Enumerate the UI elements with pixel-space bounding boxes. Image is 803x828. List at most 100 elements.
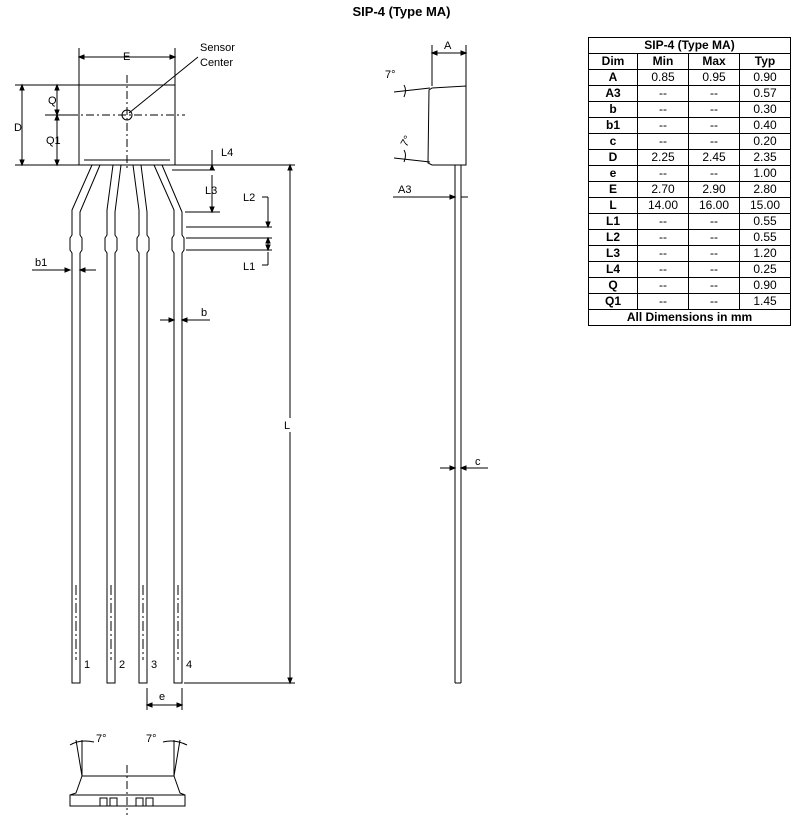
side-body: [427, 85, 467, 166]
side-view: [393, 45, 488, 684]
dim-value-cell: 16.00: [688, 197, 740, 214]
dim-Q1-label: Q1: [46, 135, 61, 147]
pin-1-label: 1: [84, 659, 90, 671]
dim-b1-label: b1: [35, 257, 47, 269]
bottom-angle-left-label: 7°: [96, 733, 107, 745]
dim-value-cell: --: [637, 117, 689, 134]
dim-value-cell: --: [688, 277, 740, 294]
dim-value-cell: 0.85: [637, 69, 689, 86]
dim-name-cell: A3: [588, 85, 638, 102]
table-row: e----1.00: [588, 165, 791, 182]
table-row: b1----0.40: [588, 117, 791, 134]
dim-value-cell: --: [637, 277, 689, 294]
dim-value-cell: --: [688, 245, 740, 262]
dim-name-cell: L4: [588, 261, 638, 278]
dim-value-cell: 0.20: [739, 133, 791, 150]
dim-value-cell: --: [637, 133, 689, 150]
dim-value-cell: 2.35: [739, 149, 791, 166]
table-row: Q1----1.45: [588, 293, 791, 310]
dim-name-cell: Q: [588, 277, 638, 294]
bottom-angle-right-label: 7°: [146, 733, 157, 745]
dim-value-cell: --: [637, 293, 689, 310]
dim-value-cell: --: [637, 101, 689, 118]
dim-name-cell: c: [588, 133, 638, 150]
bottom-view: [69, 739, 188, 815]
dim-value-cell: --: [688, 261, 740, 278]
page-title: SIP-4 (Type MA): [352, 4, 451, 19]
dim-value-cell: 2.25: [637, 149, 689, 166]
dim-value-cell: 0.55: [739, 229, 791, 246]
dim-b-label: b: [201, 307, 207, 319]
dim-value-cell: --: [688, 229, 740, 246]
angle-top-label: 7°: [385, 69, 396, 81]
dim-name-cell: L2: [588, 229, 638, 246]
table-header-max: Max: [688, 53, 740, 70]
front-view: [15, 48, 295, 710]
pin-4-label: 4: [186, 659, 192, 671]
table-row: L2----0.55: [588, 229, 791, 246]
bottom-body: [69, 775, 186, 807]
dim-value-cell: 1.20: [739, 245, 791, 262]
dim-value-cell: 0.25: [739, 261, 791, 278]
dim-value-cell: --: [688, 133, 740, 150]
dim-value-cell: --: [637, 213, 689, 230]
dim-value-cell: --: [637, 229, 689, 246]
dim-value-cell: --: [688, 117, 740, 134]
dim-L1-label: L1: [243, 261, 255, 273]
table-header-dim: Dim: [588, 53, 638, 70]
dim-L2-label: L2: [243, 192, 255, 204]
dim-name-cell: Q1: [588, 293, 638, 310]
dim-name-cell: D: [588, 149, 638, 166]
dim-value-cell: 0.55: [739, 213, 791, 230]
angle-bottom-label: 7°: [399, 134, 415, 149]
dim-c-label: c: [475, 456, 481, 468]
dim-E-label: E: [123, 51, 130, 63]
dim-value-cell: 2.70: [637, 181, 689, 198]
table-row: L3----1.20: [588, 245, 791, 262]
dim-A3-label: A3: [398, 184, 411, 196]
dim-L-label: L: [284, 420, 290, 432]
table-row: c----0.20: [588, 133, 791, 150]
dim-L3-label: L3: [205, 185, 217, 197]
dim-name-cell: L1: [588, 213, 638, 230]
dim-value-cell: 14.00: [637, 197, 689, 214]
dim-value-cell: 15.00: [739, 197, 791, 214]
dim-Q-label: Q: [48, 95, 57, 107]
dim-name-cell: E: [588, 181, 638, 198]
dim-value-cell: --: [688, 85, 740, 102]
package-body: [78, 84, 176, 166]
dim-value-cell: 2.80: [739, 181, 791, 198]
dim-D-label: D: [14, 122, 22, 134]
dim-value-cell: 0.90: [739, 277, 791, 294]
dim-name-cell: b1: [588, 117, 638, 134]
dim-value-cell: 2.45: [688, 149, 740, 166]
dim-value-cell: --: [688, 213, 740, 230]
dim-name-cell: b: [588, 101, 638, 118]
dim-name-cell: L3: [588, 245, 638, 262]
dim-value-cell: 0.90: [739, 69, 791, 86]
pin-2-label: 2: [119, 659, 125, 671]
dim-name-cell: A: [588, 69, 638, 86]
table-row: A3----0.57: [588, 85, 791, 102]
sensor-center-marker: [121, 109, 133, 121]
dim-value-cell: --: [637, 85, 689, 102]
table-row: b----0.30: [588, 101, 791, 118]
table-row: L1----0.55: [588, 213, 791, 230]
dim-name-cell: L: [588, 197, 638, 214]
table-caption: SIP-4 (Type MA): [588, 37, 791, 54]
lead-4: [153, 164, 185, 684]
lead-2: [104, 164, 122, 684]
dim-value-cell: 0.40: [739, 117, 791, 134]
table-header-min: Min: [637, 53, 689, 70]
sensor-label-line2: Center: [200, 57, 233, 69]
sensor-label-line1: Sensor: [200, 42, 235, 54]
dim-value-cell: --: [637, 261, 689, 278]
dim-value-cell: 0.57: [739, 85, 791, 102]
dim-value-cell: --: [637, 245, 689, 262]
dim-value-cell: 2.90: [688, 181, 740, 198]
